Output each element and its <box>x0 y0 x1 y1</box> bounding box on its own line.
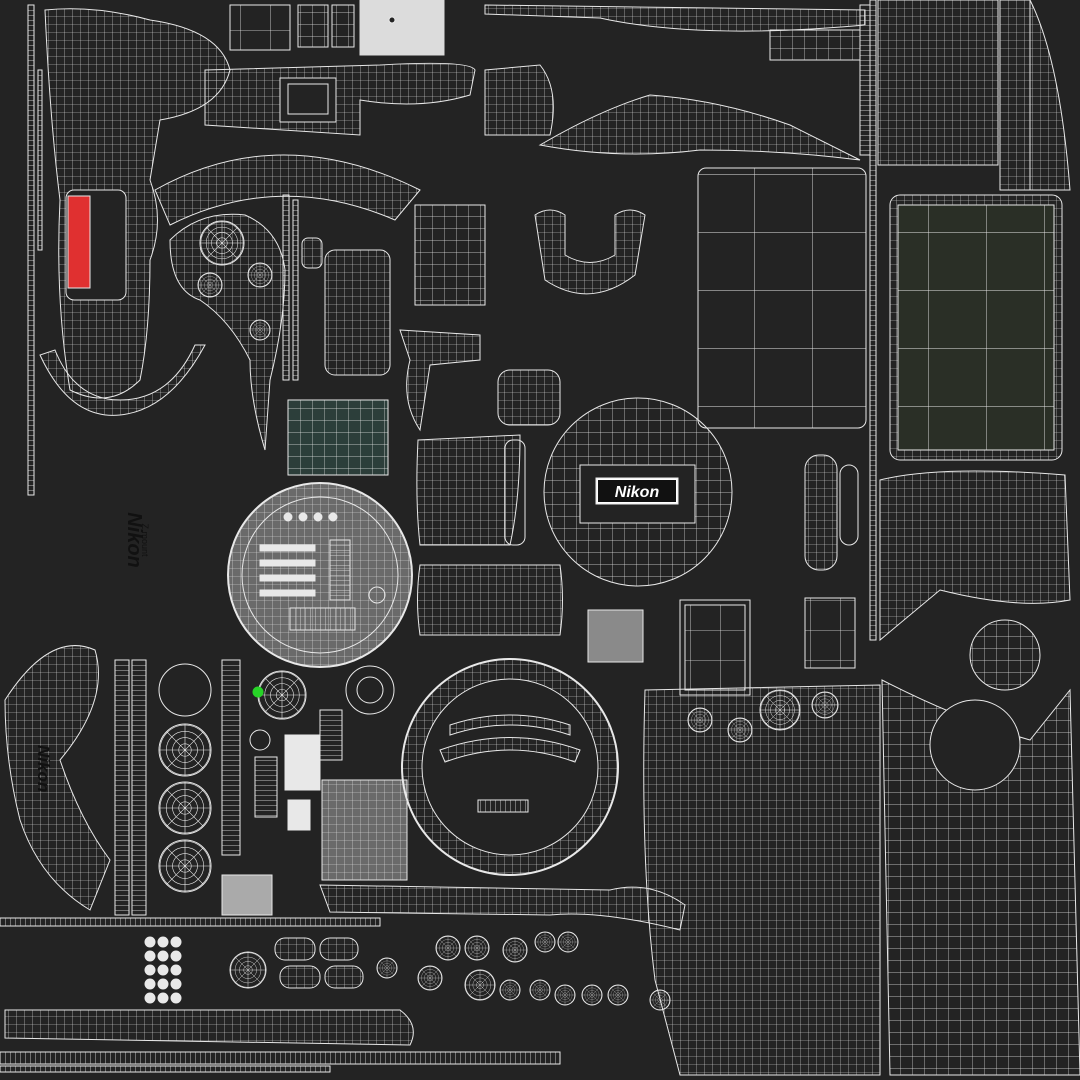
small-pattern-square <box>587 609 644 663</box>
bottom-dot-cluster <box>144 936 182 1004</box>
front-body-large-island <box>643 684 881 1076</box>
red-patch <box>67 195 91 289</box>
large-grid-panel-left <box>697 167 867 429</box>
lens-cap-island: Nikon <box>543 397 733 587</box>
svg-text:Z mount: Z mount <box>140 523 150 557</box>
bottom-long-strips <box>0 884 686 1073</box>
lower-grip-island: Nikon <box>4 645 111 911</box>
arc-piece <box>154 154 421 226</box>
mount-ring-island <box>401 658 619 876</box>
vertical-divider <box>869 0 877 641</box>
mount-plate-island <box>227 482 413 668</box>
left-edge-strips <box>27 4 43 496</box>
sphere-column <box>158 663 212 893</box>
grip-shell-island <box>39 8 231 416</box>
striped-columns <box>114 659 147 916</box>
small-capsules <box>804 454 859 571</box>
front-body-island <box>416 434 526 546</box>
top-small-panels <box>229 0 445 56</box>
top-right-dense-panels <box>769 0 1071 191</box>
svg-text:Nikon: Nikon <box>34 745 53 792</box>
nikon-vertical-label: Nikon Z mount <box>123 512 150 568</box>
rear-body-island <box>879 470 1080 1076</box>
mid-panel-island <box>301 237 391 376</box>
top-long-strip <box>484 4 866 32</box>
u-bracket <box>534 209 646 295</box>
ring-parts <box>319 665 408 881</box>
svg-text:Nikon: Nikon <box>123 512 145 568</box>
svg-text:Nikon: Nikon <box>615 484 660 501</box>
top-plate-island <box>204 62 554 136</box>
thin-columns <box>282 194 299 381</box>
bottom-button-cluster <box>229 931 629 1006</box>
small-rounded-square <box>497 369 561 426</box>
connector-piece <box>417 564 563 636</box>
large-dark-panel-right <box>889 194 1063 461</box>
diagonal-strip <box>538 94 861 161</box>
small-parts-column <box>221 659 321 916</box>
wing-piece <box>399 329 481 432</box>
dial-cluster-island <box>169 213 286 451</box>
grid-panel <box>414 204 486 306</box>
